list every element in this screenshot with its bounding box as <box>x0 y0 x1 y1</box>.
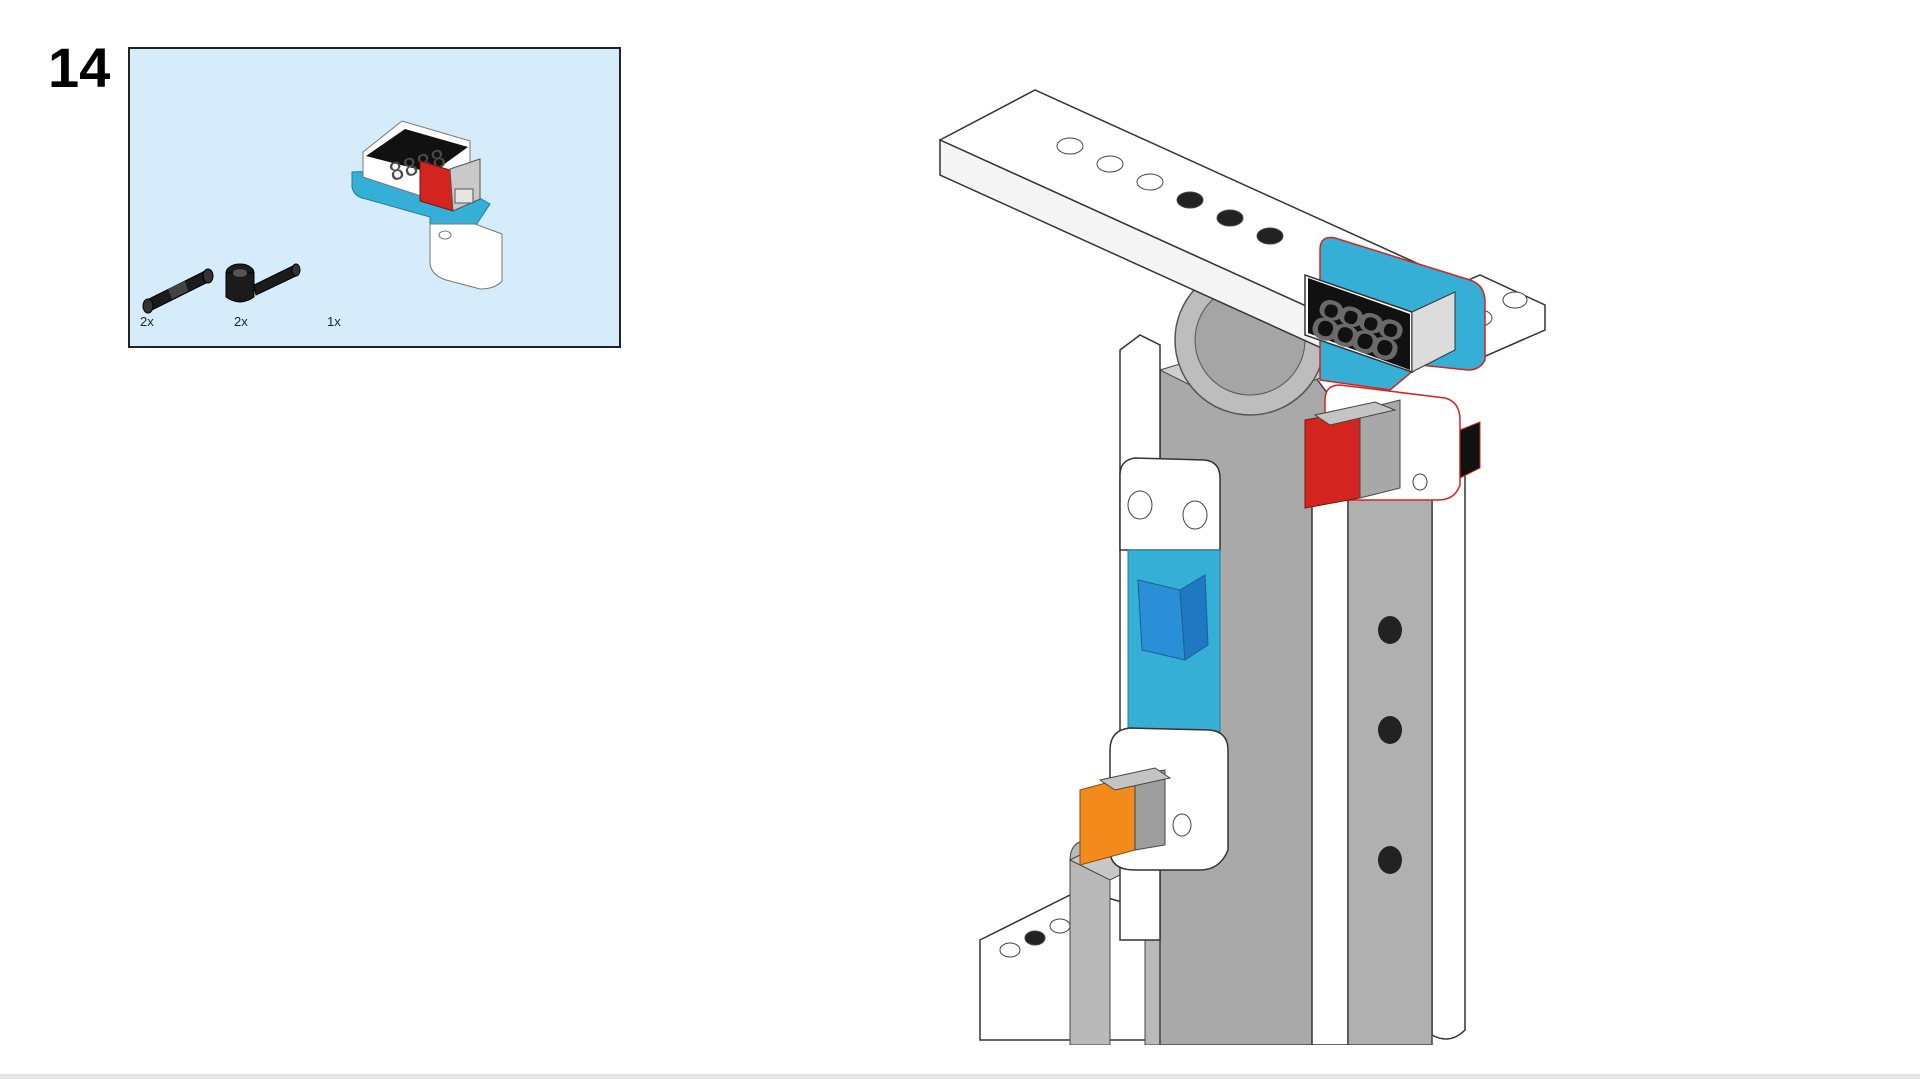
quantity-label: 2x <box>140 314 154 329</box>
parts-callout: 8888 2x 2x 1x <box>128 47 621 348</box>
axle-connector-icon <box>225 263 301 303</box>
quantity-label: 1x <box>327 314 341 329</box>
digital-display-module-icon: 8888 <box>351 120 503 290</box>
temperature-sensor-module <box>1079 457 1229 871</box>
gray-liftarm <box>1347 448 1433 1045</box>
axle-pin-icon <box>142 268 214 314</box>
white-vertical-beam <box>1311 428 1466 1045</box>
step-number: 14 <box>48 36 111 99</box>
digital-display-module: 8888 <box>1303 236 1486 509</box>
model-illustration: 8888 <box>938 89 1546 1045</box>
quantity-label: 2x <box>234 314 248 329</box>
page-footer-divider <box>0 1074 1920 1079</box>
parts-callout-illustration: 8888 <box>142 120 503 314</box>
